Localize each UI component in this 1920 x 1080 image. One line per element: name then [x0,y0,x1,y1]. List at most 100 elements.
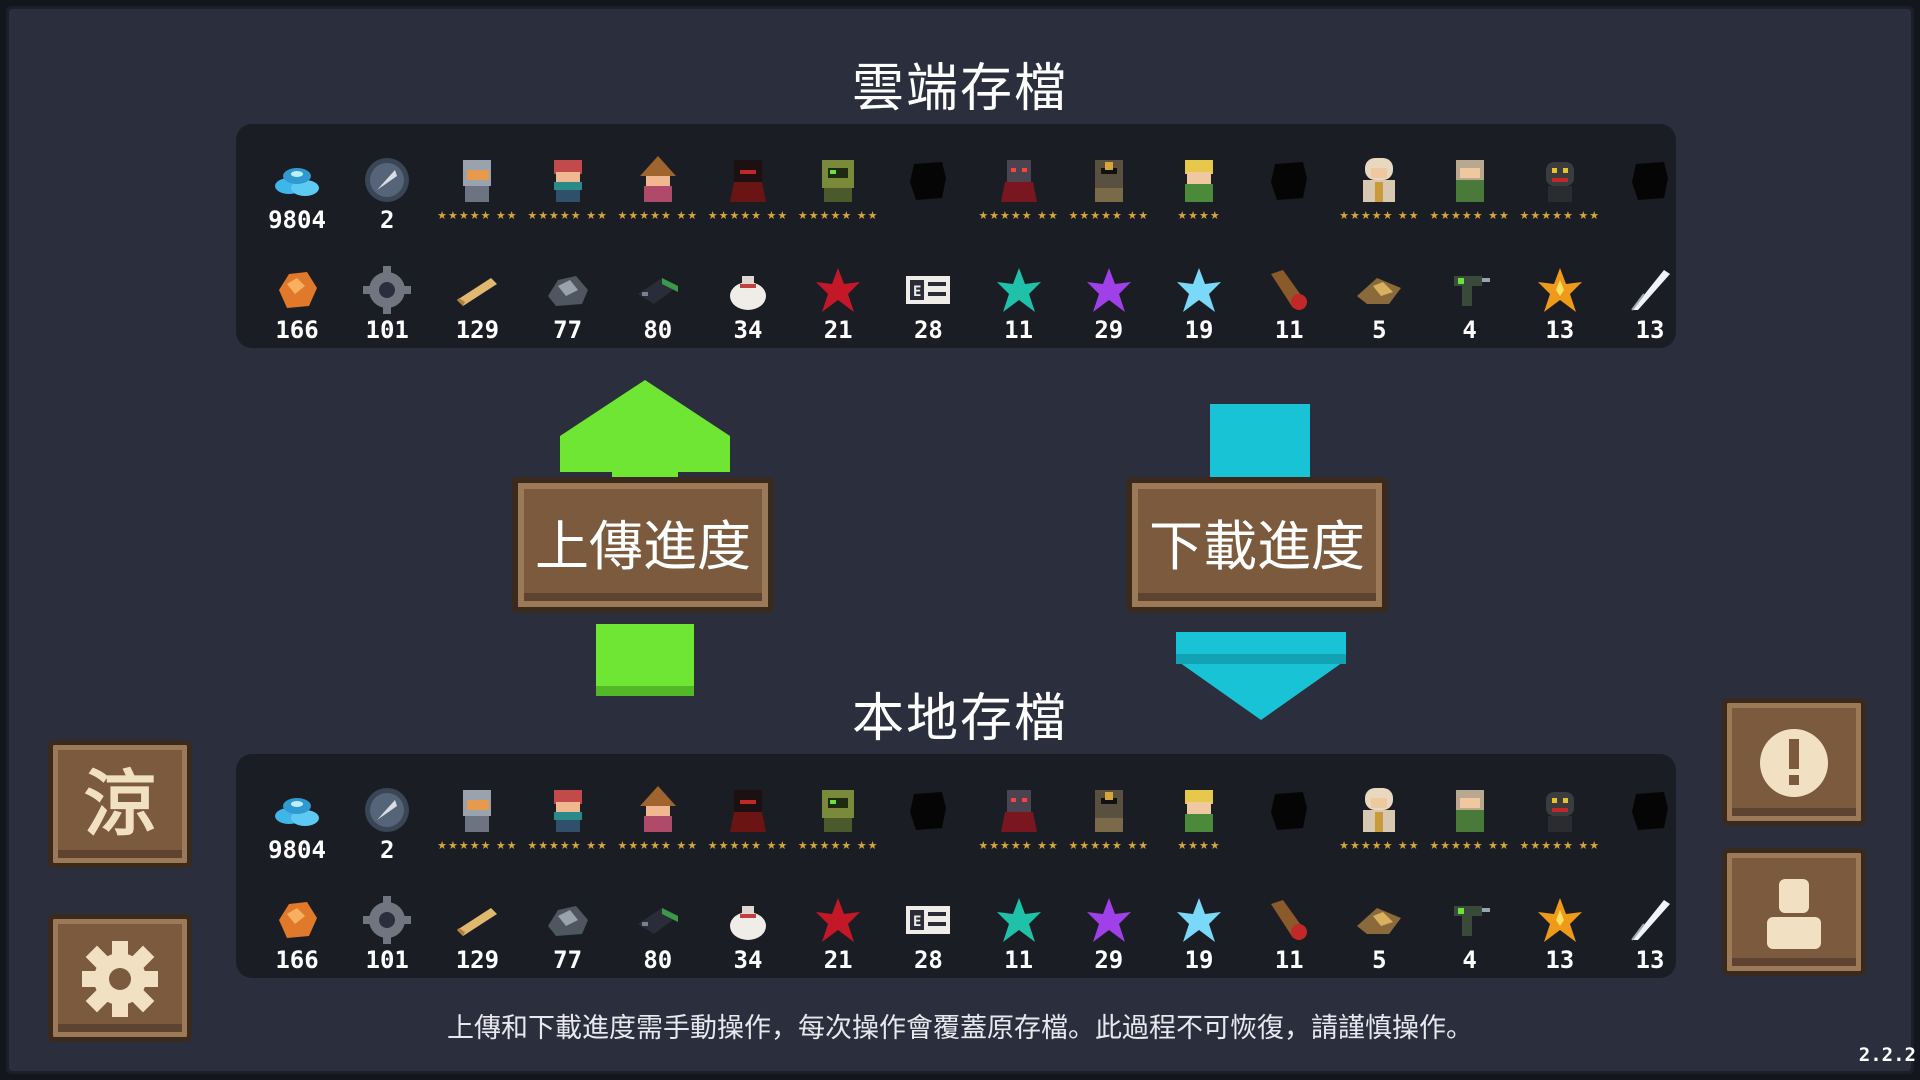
local-material-count: 19 [1184,946,1214,974]
exclamation-icon [1760,729,1828,797]
cloud-material-count: 166 [275,316,319,344]
hero-rating-stars: ★★★★★ ★★ [617,209,699,222]
cloud-hero-item: ★★★★★ ★★ [613,132,703,242]
settings-button[interactable] [48,914,192,1042]
cloud-material-item: 11 [974,242,1064,352]
hero-rating-stars: ★★★★★ ★★ [1339,209,1420,222]
purple-crystal-icon [1083,894,1135,946]
cloud-hero-item: ★★★★★ ★★ [1334,132,1424,242]
local-material-item: 21 [793,872,883,982]
druid-icon [1444,154,1496,206]
hero-rating-stars: ★★★★★ ★★ [797,839,879,852]
pistol-part-icon [1444,264,1496,316]
local-hero-item: ★★★★ [1154,762,1244,872]
knight-icon [451,154,503,206]
cloud-hero-item: 9804 [252,132,342,242]
cloud-material-item: 13 [1515,242,1605,352]
cloud-material-item: 29 [1064,242,1154,352]
chip-card-icon: E [902,264,954,316]
horn-icon [1263,894,1315,946]
local-material-count: 34 [733,946,763,974]
hero-rating-stars: ★★★★★ ★★ [437,839,518,852]
cloud-material-count: 5 [1372,316,1387,344]
white-feather-icon [1624,264,1676,316]
blue-crystal-icon [1173,894,1225,946]
hero-rating-stars: ★★★★★ ★★ [1429,839,1510,852]
wizard-icon [632,154,684,206]
rogue-icon [542,784,594,836]
white-feather-icon [1624,894,1676,946]
cloud-material-count: 11 [1004,316,1034,344]
cloud-material-item: 4 [1425,242,1515,352]
locked-hero-icon [1263,784,1315,836]
cloud-hero-item: ★★★★★ ★★ [1064,132,1154,242]
local-material-count: 101 [365,946,409,974]
hero-rating-stars: ★★★★★ ★★ [1429,209,1510,222]
local-material-count: 129 [455,946,500,974]
cloud-save-title: 雲端存檔 [851,59,1068,119]
assassin-icon [722,784,774,836]
download-arrow-icon [1176,404,1346,720]
local-hero-item: ★★★★★ ★★ [523,762,613,872]
local-material-count: 11 [1274,946,1304,974]
hero-rating-stars: ★★★★★ ★★ [617,839,699,852]
local-hero-item: ★★★★★ ★★ [1515,762,1605,872]
horn-icon [1263,264,1315,316]
gem-icon [271,784,323,836]
local-hero-item [883,762,973,872]
cloud-material-count: 13 [1635,316,1665,344]
shell-icon [1353,894,1405,946]
profile-button[interactable] [1722,848,1866,976]
cloud-material-count: 80 [643,316,673,344]
knight-icon [451,784,503,836]
hero-rating-stars: ★★★★ [1177,839,1221,852]
hero-rating-stars: ★★★★★ ★★ [978,839,1059,852]
battery-icon [632,264,684,316]
pistol-part-icon [1444,894,1496,946]
gem-icon [271,154,323,206]
hero-rating-stars: ★★★★ [1177,209,1221,222]
download-progress-button[interactable]: 下載進度 [1126,477,1388,613]
notice-button[interactable] [1722,698,1866,826]
fire-crystal-icon [1534,894,1586,946]
cloud-material-item: 77 [523,242,613,352]
paladin-icon [1083,154,1135,206]
cloud-material-item: 166 [252,242,342,352]
cloud-material-count: 21 [823,316,853,344]
local-hero-item: ★★★★★ ★★ [793,762,883,872]
fire-crystal-icon [1534,264,1586,316]
vampire-icon [993,784,1045,836]
hero-rating-stars: ★★★★★ ★★ [707,209,789,222]
rogue-icon [542,154,594,206]
local-hero-count: 2 [379,836,395,864]
local-material-item: 101 [342,872,432,982]
cloud-material-count: 101 [365,316,409,344]
robot-icon [1534,784,1586,836]
locked-hero-icon [902,784,954,836]
bag-icon [722,264,774,316]
cloud-hero-item: ★★★★★ ★★ [793,132,883,242]
cloud-hero-item: ★★★★★ ★★ [974,132,1064,242]
hero-rating-stars: ★★★★★ ★★ [707,839,789,852]
ore-icon [271,264,323,316]
cloud-material-item: 5 [1334,242,1424,352]
hero-rating-stars: ★★★★★ ★★ [1068,839,1150,852]
cool-button[interactable]: 涼 [48,740,192,868]
cloud-hero-item: ★★★★★ ★★ [1515,132,1605,242]
blue-crystal-icon [1173,264,1225,316]
upload-progress-button[interactable]: 上傳進度 [512,477,774,613]
engineer-icon [812,784,864,836]
local-material-count: 29 [1094,946,1124,974]
robot-icon [1534,154,1586,206]
teal-crystal-icon [993,894,1045,946]
ore-icon [271,894,323,946]
druid-icon [1444,784,1496,836]
warning-note: 上傳和下載進度需手動操作，每次操作會覆蓋原存檔。此過程不可恢復，請謹慎操作。 [447,1013,1473,1044]
feather-token-icon [361,784,413,836]
purple-crystal-icon [1083,264,1135,316]
local-material-item: 4 [1425,872,1515,982]
hero-rating-stars: ★★★★★ ★★ [1339,839,1420,852]
